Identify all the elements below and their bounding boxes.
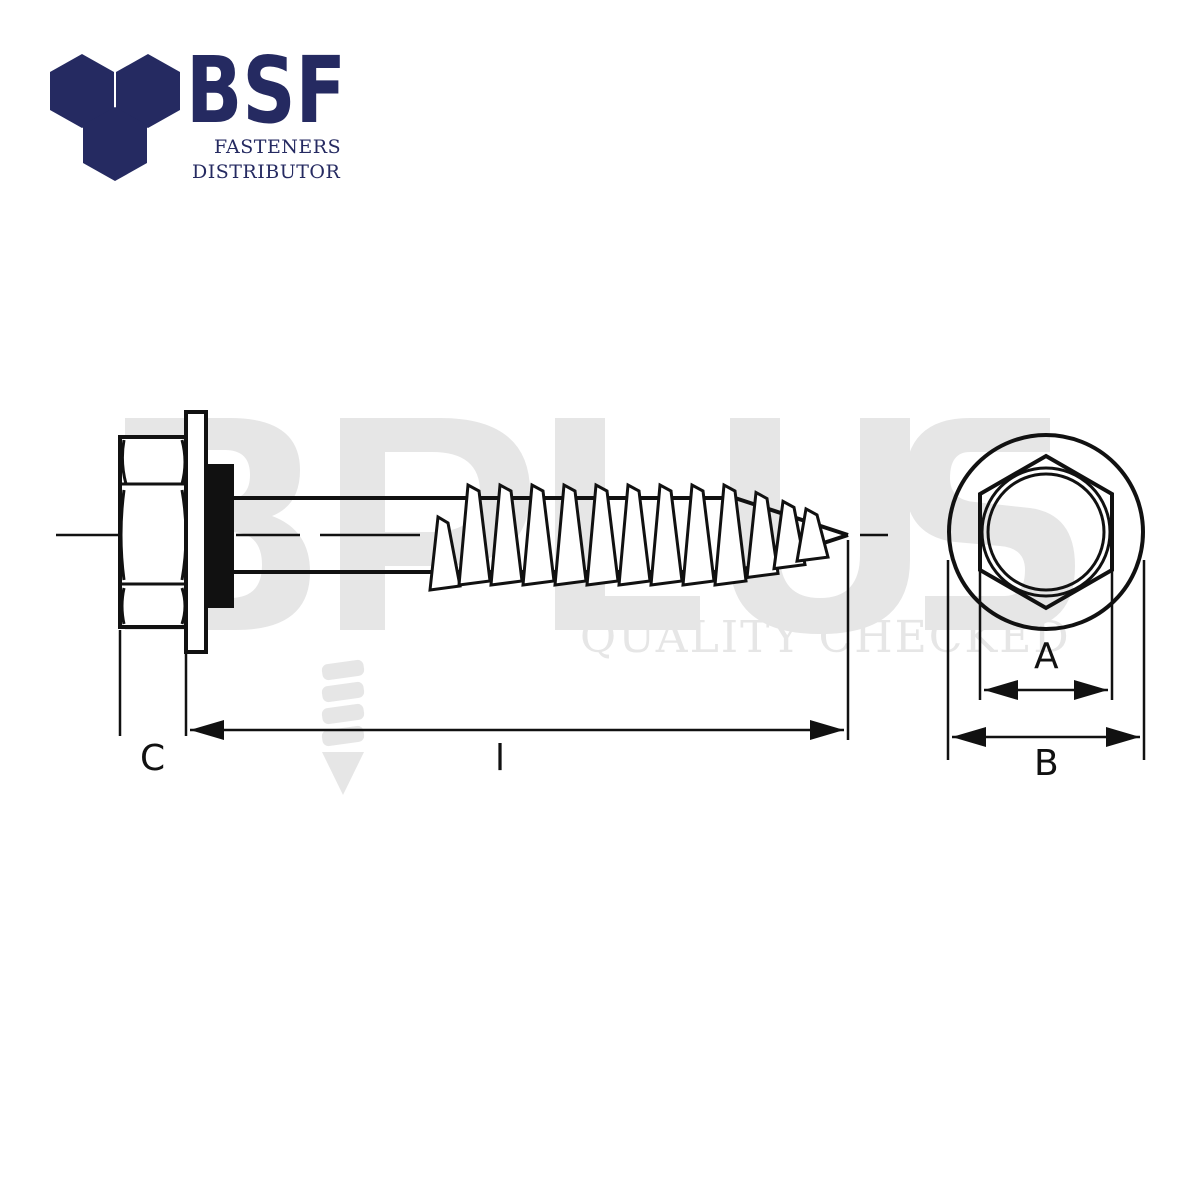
- watermark-letter-u: [730, 418, 910, 634]
- thread-crest: [681, 482, 716, 587]
- end-view-dimensions: [946, 560, 1146, 760]
- bsf-logo: BSF FASTENERS DISTRIBUTOR: [50, 37, 346, 183]
- dimension-lines: [118, 540, 850, 740]
- thread-crest: [489, 482, 524, 587]
- arrow-left-icon: [190, 720, 224, 740]
- screw-end-view: [947, 433, 1145, 631]
- hex-outline: [978, 453, 1114, 611]
- logo-line-1: FASTENERS: [214, 136, 341, 158]
- dimension-c-label: C: [140, 738, 165, 779]
- logo-line-2: DISTRIBUTOR: [192, 161, 340, 183]
- flange-collar: [184, 410, 208, 654]
- thread-crest: [713, 482, 748, 587]
- watermark-letter-p: [340, 418, 530, 630]
- flange-circle: [947, 433, 1145, 631]
- hex-head: [118, 435, 188, 629]
- thread-crest: [553, 482, 588, 587]
- watermark-tagline: QUALITY CHECKED: [580, 612, 1071, 663]
- hex-inner-circle: [980, 466, 1112, 598]
- thread-crest: [457, 482, 492, 587]
- thread-crest: [649, 482, 684, 587]
- thread-crest: [745, 490, 780, 580]
- watermark-screw-icon: [321, 659, 365, 795]
- dimension-a-label: A: [1034, 636, 1059, 677]
- thread-crest: [521, 482, 556, 587]
- logo-hex-icon: [116, 54, 180, 128]
- screw-side-view: [56, 410, 888, 654]
- sealing-washer: [204, 464, 234, 608]
- hex-core-circle: [986, 472, 1106, 592]
- dimension-b-label: B: [1034, 743, 1059, 784]
- arrow-right-icon: [810, 720, 844, 740]
- logo-brand-name: BSF: [186, 37, 346, 144]
- bplus-watermark: QUALITY CHECKED: [125, 418, 1075, 795]
- thread-crest: [585, 482, 620, 587]
- thread-crest: [617, 482, 652, 587]
- screw-threads: [428, 482, 830, 592]
- thread-crest: [428, 514, 462, 592]
- thread-crest: [795, 506, 830, 563]
- logo-hex-icon: [83, 107, 147, 181]
- logo-hex-icon: [50, 54, 114, 128]
- dimension-l-label: l: [495, 738, 505, 779]
